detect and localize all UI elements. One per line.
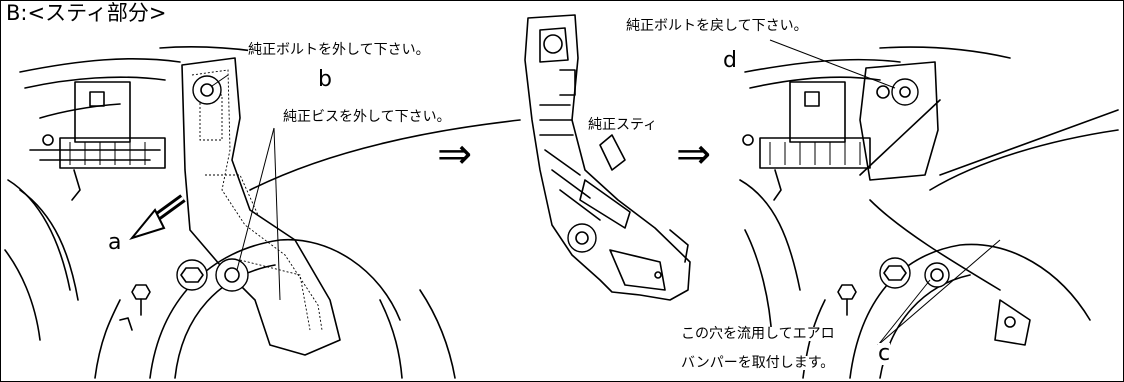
bolt-removal-note: 純正ボルトを外して下さい。: [248, 42, 430, 58]
step-arrow-1: ⇒: [437, 129, 473, 178]
right-panel-illustration: [739, 39, 1119, 379]
hole-note-line1: この穴を流用してエアロ: [681, 326, 835, 342]
bolt-label-b: b: [318, 67, 332, 92]
middle-panel-stay-part: [524, 14, 691, 301]
bolt-return-note: 純正ボルトを戻して下さい。: [626, 18, 808, 34]
pull-label-a: a: [108, 230, 122, 255]
hole-note-line2: バンパーを取付します。: [681, 355, 835, 371]
screw-removal-note: 純正ビスを外して下さい。: [283, 109, 451, 125]
section-title: B:<スティ部分>: [6, 1, 167, 25]
bolt-label-d: d: [723, 48, 737, 73]
pull-arrow-a: [129, 194, 186, 240]
hole-label-c: c: [878, 341, 891, 366]
step-arrow-2: ⇒: [676, 129, 712, 178]
stay-part-label: 純正スティ: [588, 117, 658, 133]
left-panel-illustration: [4, 46, 521, 379]
